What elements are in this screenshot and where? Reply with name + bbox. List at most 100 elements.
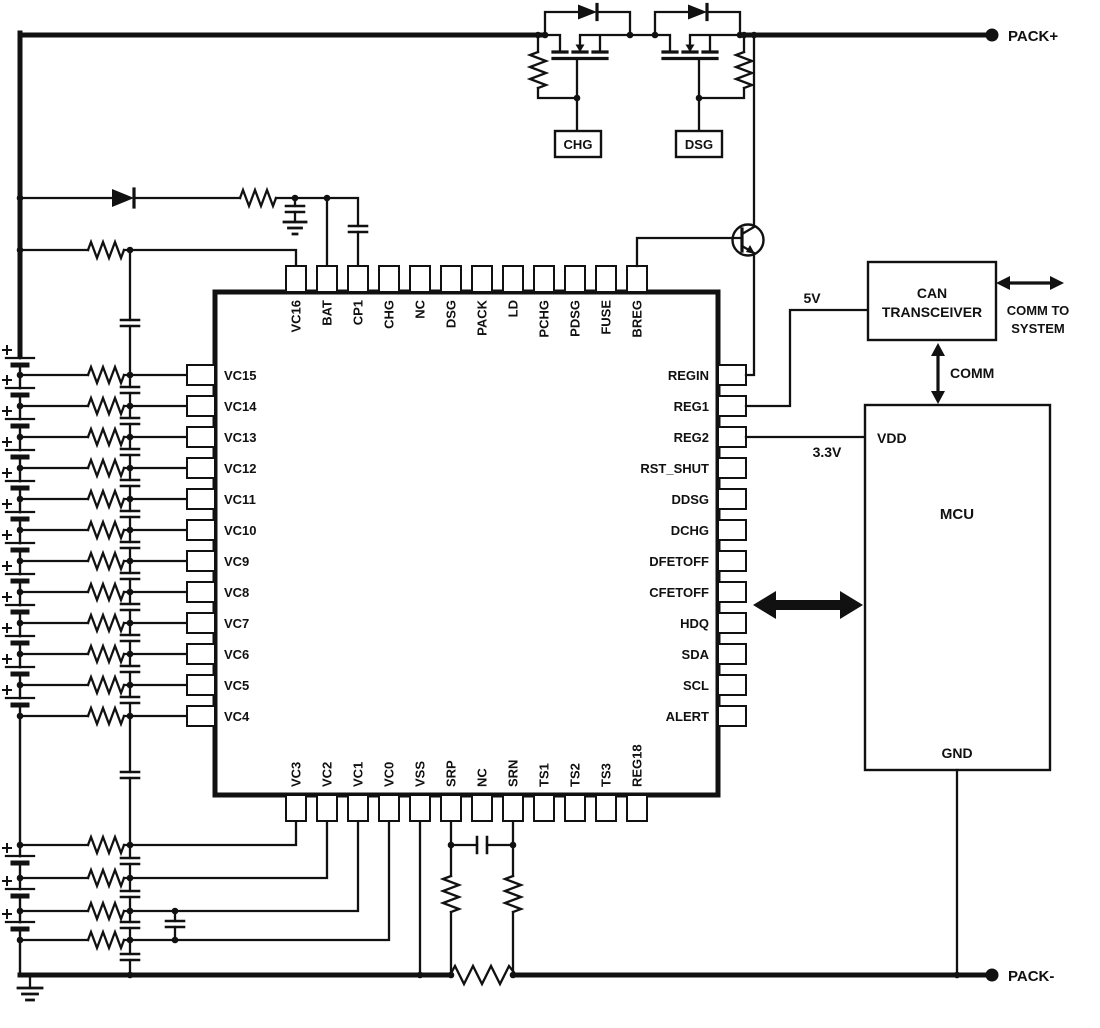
pin-fuse: FUSE [595,265,617,335]
current-sense-network [418,820,525,987]
svg-text:VC12: VC12 [224,461,257,476]
comm-to-system-label-1: COMM TO [1007,303,1070,318]
can-transceiver-box [866,260,998,342]
pin-vc0: VC0 [378,762,400,822]
svg-text:DCHG: DCHG [671,523,709,538]
pin-alert: ALERT [666,705,747,727]
pin-sda: SDA [682,643,747,665]
svg-text:SRN: SRN [506,760,521,787]
chg-net-box [553,129,603,159]
ic-body [212,289,721,798]
svg-text:VC7: VC7 [224,616,249,631]
pin-vc13: VC13 [186,426,257,448]
svg-text:PCHG: PCHG [537,300,552,338]
svg-text:VC9: VC9 [224,554,249,569]
ground-symbol-icon [16,975,44,1002]
comm-to-system-label-2: SYSTEM [1011,321,1064,336]
svg-text:VC15: VC15 [224,368,257,383]
pin-rst-shut: RST_SHUT [640,457,747,479]
svg-text:DSG: DSG [444,300,459,328]
chg-fet: CHG [526,2,657,159]
svg-text:TS3: TS3 [599,763,614,787]
svg-text:PDSG: PDSG [568,300,583,337]
pin-srn: SRN [502,760,524,822]
pin-cfetoff: CFETOFF [649,581,747,603]
svg-text:REG18: REG18 [630,744,645,787]
comm-arrow-icon [931,343,945,404]
svg-text:VC1: VC1 [351,762,366,787]
dsg-net-label: DSG [685,137,713,152]
svg-text:VC2: VC2 [320,762,335,787]
cell-tap-wires [18,373,391,942]
dsg-fet: DSG [653,2,756,159]
pin-dfetoff: DFETOFF [649,550,747,572]
svg-text:VC8: VC8 [224,585,249,600]
chg-fet-arrow-icon [575,44,585,52]
ic-right-pins: REGIN REG1 REG2 RST_SHUT DDSG DCHG DFETO… [640,364,747,727]
pin-reg1: REG1 [674,395,747,417]
svg-text:FUSE: FUSE [599,300,614,335]
cell-plus-marks [2,345,12,919]
sense-resistor [448,963,518,987]
pin-vc6: VC6 [186,643,249,665]
cell-tap-resistors [86,363,126,952]
pin-vc3: VC3 [285,762,307,822]
junction-dots [16,31,961,979]
pack-plus-rail [17,28,999,359]
regin-transistor [635,33,765,377]
svg-text:VC11: VC11 [224,492,256,507]
digital-bus-arrow-icon [753,591,863,619]
pin-vc5: VC5 [186,674,249,696]
comm-label: COMM [950,365,994,381]
cell-plate-short [10,362,30,932]
ic-bottom-pins: VC3 VC2 VC1 VC0 VSS SRP NC SRN TS1 TS2 T… [285,744,648,822]
pin-hdq: HDQ [680,612,747,634]
svg-text:RST_SHUT: RST_SHUT [640,461,709,476]
pin-vc4: VC4 [186,705,250,727]
svg-text:NC: NC [475,768,490,787]
mcu-gnd-label: GND [941,745,972,761]
svg-text:BAT: BAT [320,300,335,326]
pack-minus-label: PACK- [1008,968,1054,985]
pin-vc12: VC12 [186,457,257,479]
pin-vc16: VC16 [285,265,307,333]
mcu-box [863,403,1052,772]
pin-ts1: TS1 [533,763,555,822]
pin-nc-bottom: NC [471,768,493,822]
bat-input-network [18,186,369,268]
pin-vc1: VC1 [347,762,369,822]
pin-vc2: VC2 [316,762,338,822]
chg-body-diode-icon [578,4,597,20]
rail-5v-label: 5V [803,290,821,306]
svg-text:VC5: VC5 [224,678,249,693]
pack-plus-label: PACK+ [1008,28,1058,45]
pack-minus-terminal [985,968,999,982]
svg-text:VC0: VC0 [382,762,397,787]
cell-filter-capacitors [119,248,186,977]
svg-text:SCL: SCL [683,678,709,693]
pack-plus-terminal [985,28,999,42]
can-transceiver: CAN TRANSCEIVER COMM TO SYSTEM COMM [866,260,1070,404]
svg-text:VC16: VC16 [289,300,304,333]
pin-ddsg: DDSG [671,488,747,510]
svg-text:VC3: VC3 [289,762,304,787]
pin-reg18: REG18 [626,744,648,822]
svg-text:REG2: REG2 [674,430,709,445]
chg-net-label: CHG [564,137,593,152]
pin-vc10: VC10 [186,519,257,541]
pin-chg: CHG [378,265,400,329]
svg-text:REG1: REG1 [674,399,709,414]
svg-text:DDSG: DDSG [671,492,709,507]
pin-dsg: DSG [440,265,462,328]
svg-text:BREG: BREG [630,300,645,338]
pin-srp: SRP [440,760,462,822]
svg-text:ALERT: ALERT [666,709,709,724]
svg-text:NC: NC [413,299,428,318]
rail-3v3-label: 3.3V [813,444,842,460]
pin-vc15: VC15 [186,364,257,386]
mcu-vdd-label: VDD [877,430,907,446]
svg-text:VC6: VC6 [224,647,249,662]
regulator-wires [744,308,870,439]
pin-vc11: VC11 [186,488,256,510]
